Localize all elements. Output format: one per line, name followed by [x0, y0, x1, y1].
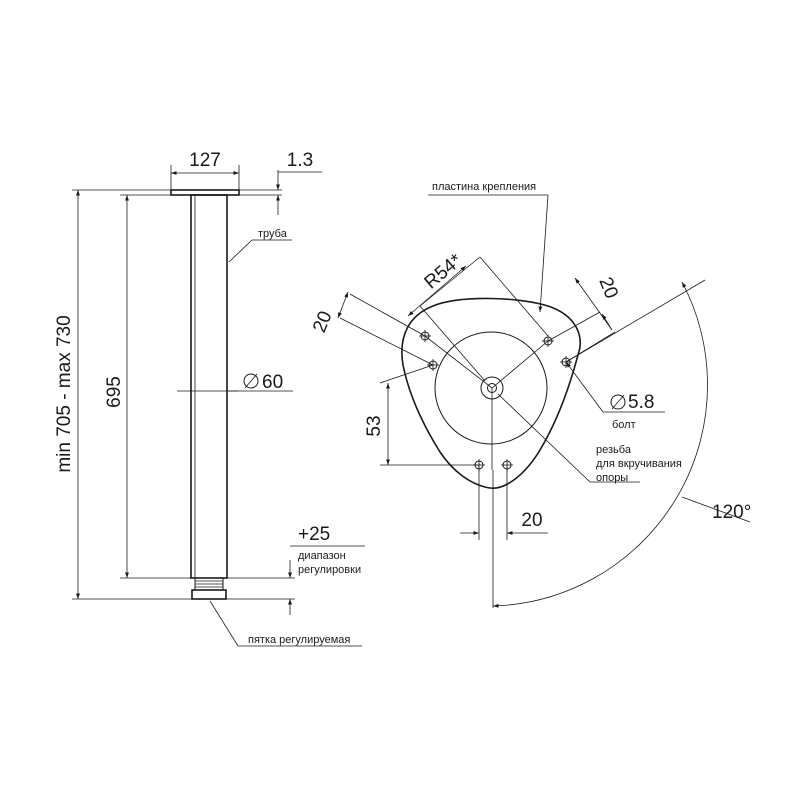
adjust-label-line2: регулировки [298, 564, 361, 576]
dim-127: 127 [189, 150, 221, 171]
adjustable-foot [191, 577, 227, 600]
bolt-holes [419, 330, 572, 471]
angle-arc [492, 281, 708, 608]
dim-left-20: 20 [309, 308, 336, 335]
dim-right-20: 20 [594, 274, 621, 301]
thread-label-line2: для вкручивания [596, 458, 682, 470]
dim-695: 695 [104, 376, 125, 408]
dim-53: 53 [364, 415, 385, 436]
tube-body [190, 194, 228, 579]
thread-label-line3: опоры [596, 472, 628, 484]
dim-adjust: +25 [298, 524, 330, 545]
dim-angle-120: 120° [712, 502, 751, 523]
plate-label: пластина крепления [432, 181, 536, 193]
hole-note: болт [612, 419, 636, 431]
diameter-icon [243, 373, 259, 389]
plate-center-ring [434, 331, 548, 445]
hole-diameter-icon [610, 394, 626, 410]
tube-label: труба [258, 228, 288, 240]
dim-bottom-20: 20 [521, 510, 542, 531]
dim-diameter-60: 60 [262, 372, 283, 393]
dim-1-3: 1.3 [287, 150, 313, 171]
foot-label: пятка регулируемая [248, 634, 350, 646]
dim-hole-5-8: 5.8 [628, 392, 654, 413]
thread-label-line1: резьба [596, 444, 632, 456]
dim-total-height: min 705 - max 730 [54, 315, 75, 472]
leg-side-view: 127 1.3 труба 60 695 min 705 - max 730 [54, 150, 365, 647]
plate-outline [401, 297, 581, 489]
plate-top-view: пластина крепления R54* 20 20 120° 53 [309, 181, 751, 608]
adjust-label-line1: диапазон [298, 550, 346, 562]
